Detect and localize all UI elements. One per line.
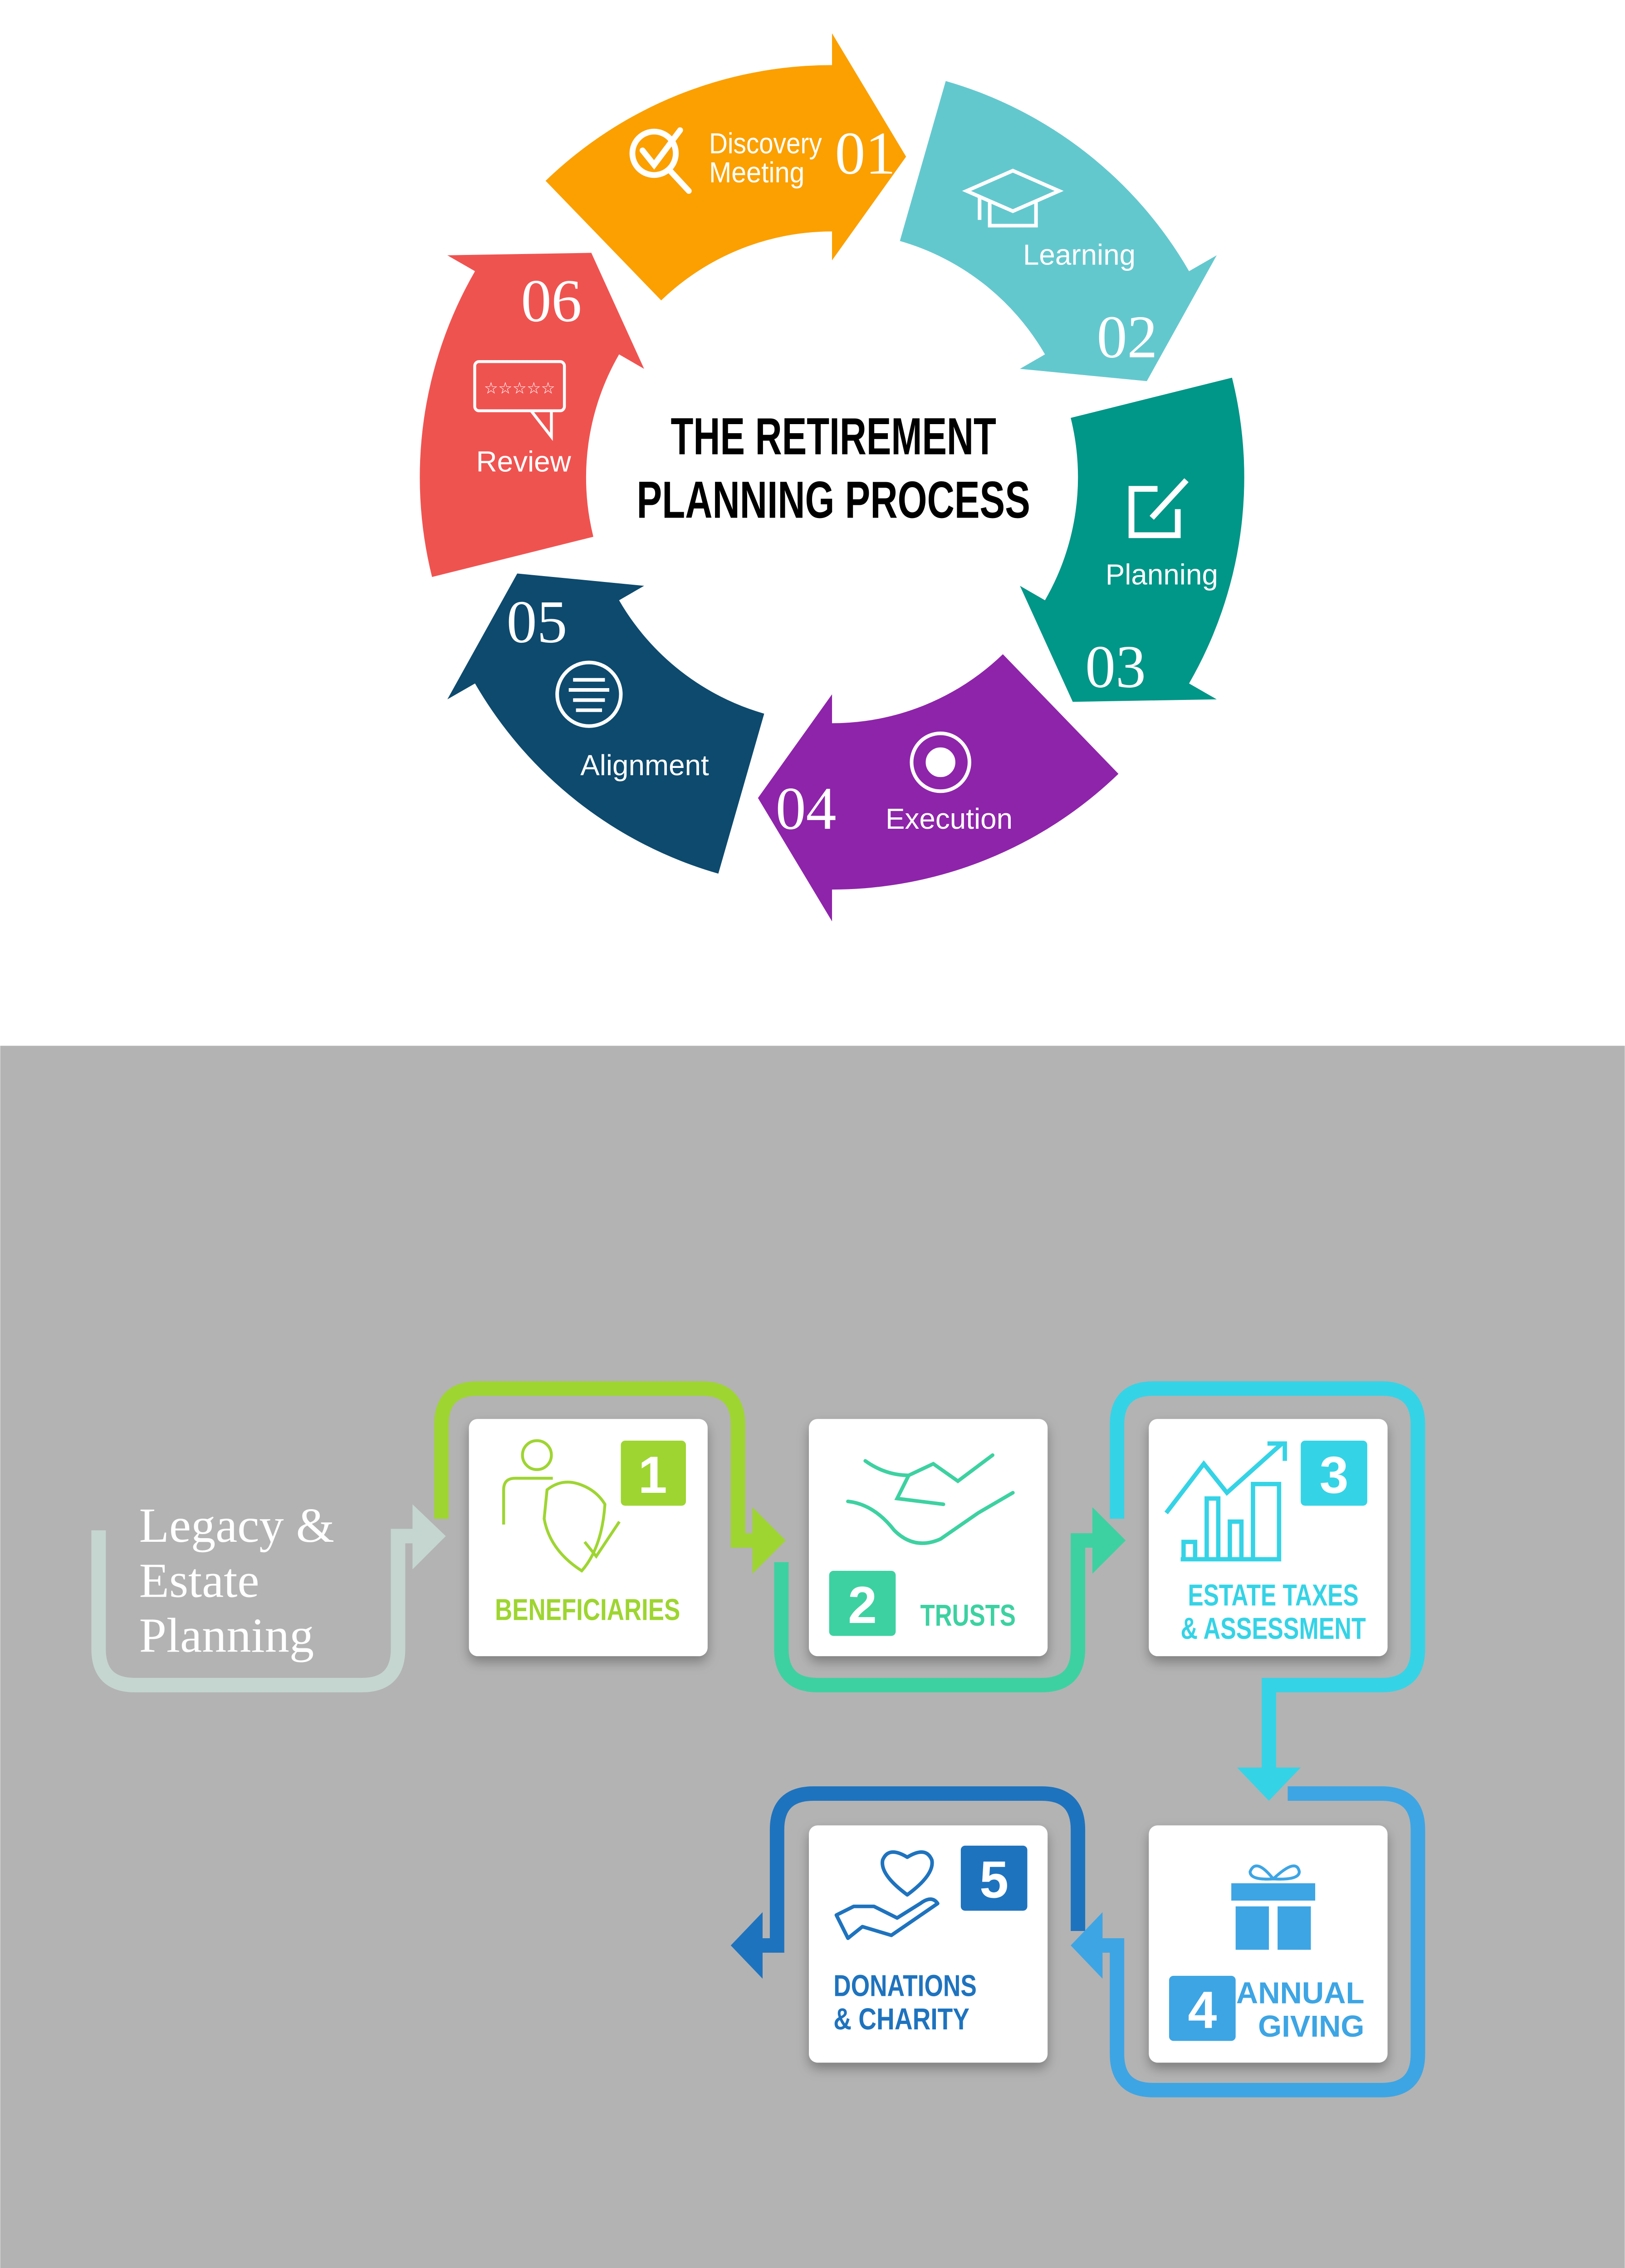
card-title: GIVING	[1258, 2009, 1364, 2043]
cycle-arrow-05	[447, 573, 764, 874]
card-estate-taxes: 3 ESTATE TAXES & ASSESSMENT	[1149, 1419, 1388, 1657]
graduation-cap-icon	[962, 168, 1064, 228]
step-number: 04	[776, 775, 837, 842]
growth-chart-icon	[1164, 1441, 1287, 1562]
cycle-arrow-03	[1020, 377, 1244, 702]
intro-line: Planning	[139, 1608, 314, 1663]
connectors	[91, 1381, 1425, 2097]
estate-background	[0, 1046, 1625, 2268]
badge-number: 1	[638, 1446, 667, 1504]
card-title: DONATIONS	[833, 1969, 977, 2003]
card-trusts: 2 TRUSTS	[809, 1419, 1048, 1657]
connector-2	[774, 1533, 1100, 1692]
badge-number: 3	[1320, 1446, 1349, 1504]
cycle-arrow-01	[545, 33, 906, 301]
intro-line: Estate	[139, 1553, 259, 1608]
step-number: 03	[1085, 633, 1146, 700]
star-review-icon: ☆☆☆☆☆	[473, 360, 566, 441]
step-02: Learning 02	[962, 168, 1158, 371]
step-label: Planning	[1106, 558, 1218, 591]
step-05: Alignment 05	[507, 588, 709, 782]
align-icon	[555, 660, 623, 728]
handshake-icon	[846, 1453, 1015, 1545]
card-donations: 5 DONATIONS & CHARITY	[809, 1825, 1048, 2063]
step-label: Alignment	[580, 749, 709, 782]
heart-hand-icon	[834, 1850, 940, 1940]
arrow-icon	[752, 1507, 786, 1574]
arrow-icon	[1092, 1507, 1126, 1574]
arrow-icon	[1237, 1767, 1301, 1801]
badge-2	[829, 1571, 896, 1636]
connector-intro	[91, 1529, 420, 1692]
arrow-icon	[412, 1504, 446, 1569]
connector-5	[759, 1786, 1086, 1953]
svg-text:☆☆☆☆☆: ☆☆☆☆☆	[484, 379, 555, 397]
badge-number: 5	[979, 1851, 1008, 1909]
badge-1	[621, 1441, 686, 1506]
connector-3	[1110, 1381, 1425, 1772]
step-number: 05	[507, 588, 568, 655]
step-number: 02	[1097, 303, 1158, 371]
card-title: & ASSESSMENT	[1181, 1612, 1366, 1646]
intro-text: Legacy & Estate Planning	[139, 1498, 334, 1662]
card-title: ANNUAL	[1236, 1976, 1365, 2010]
step-03: Planning 03	[1085, 478, 1218, 700]
cycle-arrow-02	[900, 81, 1217, 381]
arrowheads	[412, 1504, 1301, 1979]
card-title: BENEFICIARIES	[495, 1593, 680, 1627]
arrow-icon	[1071, 1912, 1103, 1979]
connector-4	[1099, 1786, 1425, 2097]
gear-cycle-icon	[910, 731, 971, 793]
person-shield-icon	[502, 1439, 621, 1573]
cycle-arrow-04	[758, 654, 1119, 922]
card-beneficiaries: 1 BENEFICIARIES	[469, 1419, 708, 1657]
step-number: 01	[835, 120, 896, 187]
connector-1	[434, 1381, 760, 1548]
badge-3	[1301, 1441, 1367, 1506]
intro-line: Legacy &	[139, 1498, 334, 1553]
cycle-arrows	[420, 33, 1244, 922]
cycle-title-line2: PLANNING PROCESS	[637, 471, 1030, 529]
card-title: TRUSTS	[920, 1598, 1016, 1633]
badge-4	[1169, 1975, 1236, 2041]
badge-number: 2	[848, 1576, 877, 1634]
card-title: ESTATE TAXES	[1188, 1579, 1358, 1613]
edit-icon	[1128, 478, 1189, 538]
step-01: Discovery Meeting 01	[629, 120, 896, 194]
gift-icon	[1231, 1864, 1316, 1950]
cycle-title-line1: THE RETIREMENT	[671, 407, 996, 465]
step-label: Discovery	[709, 127, 822, 160]
step-label: Meeting	[709, 156, 804, 189]
step-number: 06	[521, 267, 582, 334]
arrow-icon	[730, 1912, 763, 1979]
step-label: Review	[476, 445, 572, 478]
card-annual-giving: 4 ANNUAL GIVING	[1149, 1825, 1388, 2063]
step-label: Learning	[1023, 239, 1136, 271]
step-06: ☆☆☆☆☆ Review 06	[473, 267, 582, 478]
search-check-icon	[629, 127, 692, 194]
card-title: & CHARITY	[833, 2002, 969, 2036]
cycle-arrow-06	[420, 253, 644, 577]
step-label: Execution	[886, 802, 1013, 835]
badge-number: 4	[1188, 1981, 1217, 2039]
step-04: Execution 04	[776, 731, 1013, 842]
badge-5	[960, 1845, 1028, 1911]
